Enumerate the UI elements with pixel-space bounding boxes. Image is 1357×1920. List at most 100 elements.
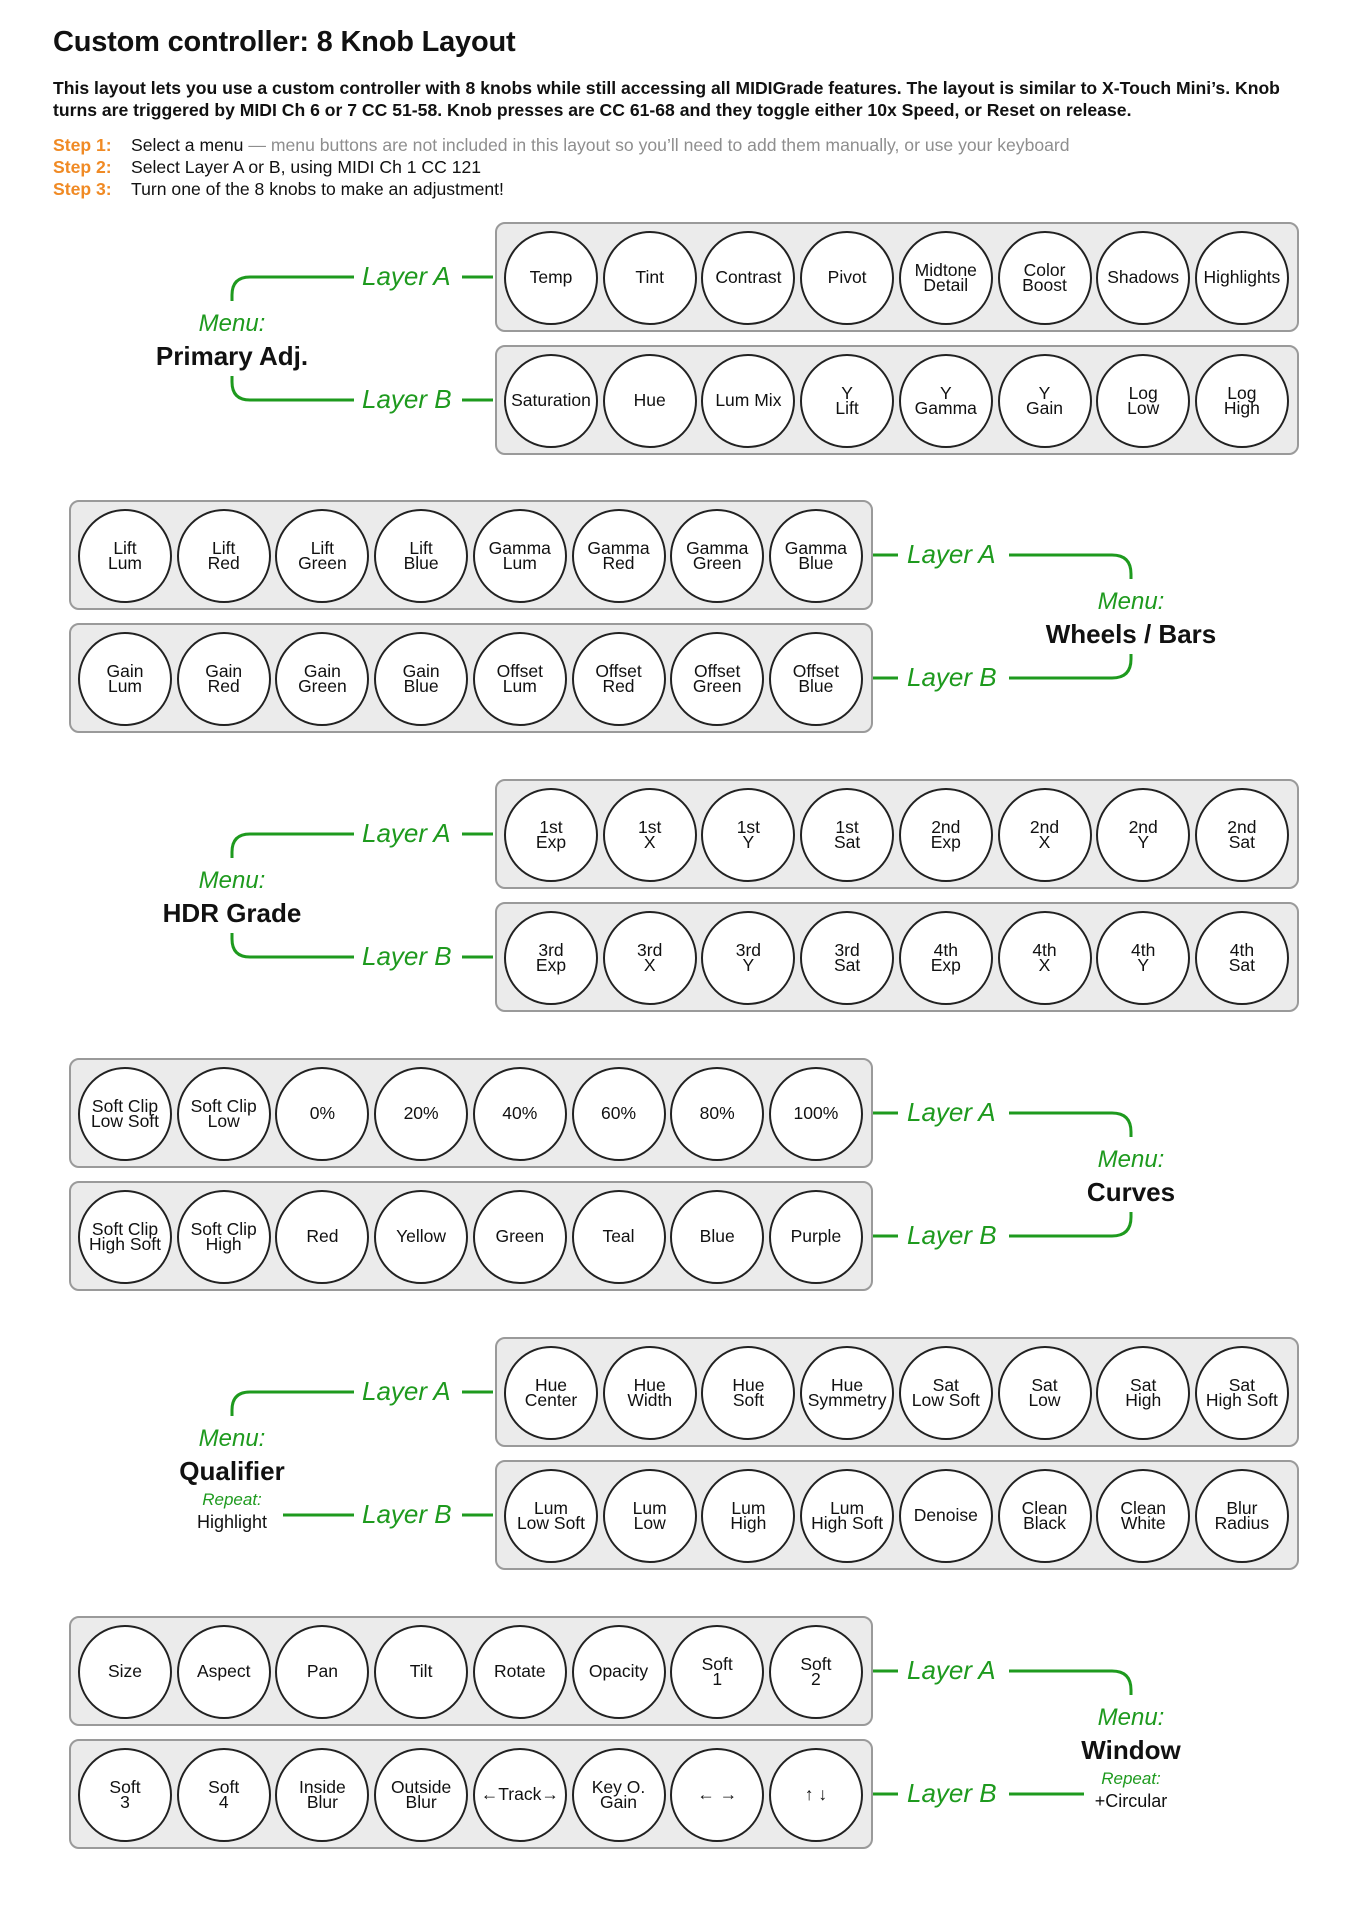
- knob-button[interactable]: ← →: [670, 1748, 765, 1842]
- knob-button[interactable]: Lift Blue: [374, 509, 469, 603]
- knob-button[interactable]: Gamma Blue: [768, 509, 863, 603]
- knob-button[interactable]: Hue Symmetry: [800, 1346, 895, 1440]
- knob-button[interactable]: Hue Center: [504, 1346, 598, 1440]
- knob-button[interactable]: 3rd Sat: [800, 911, 895, 1005]
- knob-button[interactable]: 3rd X: [602, 911, 697, 1005]
- knob-button[interactable]: Soft Clip High: [176, 1190, 271, 1284]
- knob-button[interactable]: Log Low: [1096, 354, 1191, 448]
- knob-button[interactable]: 0%: [275, 1067, 370, 1161]
- knob-button[interactable]: Offset Blue: [768, 632, 863, 726]
- knob-button[interactable]: Sat High: [1096, 1346, 1191, 1440]
- knob-button[interactable]: Soft Clip Low: [176, 1067, 271, 1161]
- knob-button[interactable]: Lum Low: [602, 1469, 697, 1563]
- knob-button[interactable]: Gain Lum: [78, 632, 172, 726]
- step-2: Step 2:Select Layer A or B, using MIDI C…: [53, 156, 481, 178]
- knob-button[interactable]: Offset Lum: [472, 632, 567, 726]
- knob-button[interactable]: 3rd Exp: [504, 911, 598, 1005]
- knob-button[interactable]: Offset Green: [670, 632, 765, 726]
- knob-button[interactable]: Soft 2: [768, 1625, 863, 1719]
- knob-button[interactable]: 4th Y: [1096, 911, 1191, 1005]
- knob-button[interactable]: Lift Lum: [78, 509, 172, 603]
- knob-button[interactable]: Soft Clip High Soft: [78, 1190, 172, 1284]
- knob-button[interactable]: Opacity: [571, 1625, 666, 1719]
- knob-button[interactable]: Soft 1: [670, 1625, 765, 1719]
- knob-button[interactable]: Gain Green: [275, 632, 370, 726]
- knob-button[interactable]: Color Boost: [997, 231, 1092, 325]
- knob-button[interactable]: 4th Sat: [1194, 911, 1289, 1005]
- knob-button[interactable]: ↑ ↓: [768, 1748, 863, 1842]
- knob-button[interactable]: Saturation: [504, 354, 598, 448]
- knob-button[interactable]: Log High: [1194, 354, 1289, 448]
- knob-button[interactable]: Gain Blue: [374, 632, 469, 726]
- knob-button[interactable]: Y Gamma: [898, 354, 993, 448]
- knob-button[interactable]: Sat Low Soft: [898, 1346, 993, 1440]
- knob-button[interactable]: Lum High Soft: [800, 1469, 895, 1563]
- knob-button[interactable]: Hue Soft: [701, 1346, 796, 1440]
- knob-button[interactable]: Teal: [571, 1190, 666, 1284]
- knob-button[interactable]: Red: [275, 1190, 370, 1284]
- knob-button[interactable]: Soft 4: [176, 1748, 271, 1842]
- knob-button[interactable]: 3rd Y: [701, 911, 796, 1005]
- step-text: Select Layer A or B, using MIDI Ch 1 CC …: [131, 157, 482, 177]
- knob-button[interactable]: 2nd Exp: [898, 788, 993, 882]
- knob-button[interactable]: 2nd Y: [1096, 788, 1191, 882]
- knob-button[interactable]: Blue: [670, 1190, 765, 1284]
- knob-button[interactable]: 4th X: [997, 911, 1092, 1005]
- knob-button[interactable]: Gamma Lum: [472, 509, 567, 603]
- knob-button[interactable]: Tint: [602, 231, 697, 325]
- knob-button[interactable]: Hue Width: [602, 1346, 697, 1440]
- knob-button[interactable]: Yellow: [374, 1190, 469, 1284]
- knob-button[interactable]: 1st Sat: [800, 788, 895, 882]
- knob-button[interactable]: Lum High: [701, 1469, 796, 1563]
- knob-button[interactable]: 100%: [768, 1067, 863, 1161]
- knob-button[interactable]: Soft Clip Low Soft: [78, 1067, 172, 1161]
- knob-button[interactable]: Clean Black: [997, 1469, 1092, 1563]
- knob-button[interactable]: Lift Red: [176, 509, 271, 603]
- knob-button[interactable]: Hue: [602, 354, 697, 448]
- knob-button[interactable]: 2nd X: [997, 788, 1092, 882]
- knob-button[interactable]: Y Gain: [997, 354, 1092, 448]
- knob-button[interactable]: 2nd Sat: [1194, 788, 1289, 882]
- knob-button[interactable]: Gamma Red: [571, 509, 666, 603]
- knob-button[interactable]: Temp: [504, 231, 598, 325]
- knob-button[interactable]: Y Lift: [800, 354, 895, 448]
- knob-button[interactable]: Blur Radius: [1194, 1469, 1289, 1563]
- knob-button[interactable]: Lift Green: [275, 509, 370, 603]
- knob-button[interactable]: Highlights: [1194, 231, 1289, 325]
- knob-button[interactable]: Clean White: [1096, 1469, 1191, 1563]
- knob-button[interactable]: Sat High Soft: [1194, 1346, 1289, 1440]
- knob-button[interactable]: Inside Blur: [275, 1748, 370, 1842]
- knob-button[interactable]: Size: [78, 1625, 172, 1719]
- knob-button[interactable]: Soft 3: [78, 1748, 172, 1842]
- knob-button[interactable]: Key O. Gain: [571, 1748, 666, 1842]
- knob-button[interactable]: Outside Blur: [374, 1748, 469, 1842]
- knob-button[interactable]: Tilt: [374, 1625, 469, 1719]
- knob-button[interactable]: 60%: [571, 1067, 666, 1161]
- knob-button[interactable]: Gamma Green: [670, 509, 765, 603]
- page-title: Custom controller: 8 Knob Layout: [53, 26, 516, 58]
- knob-button[interactable]: Lum Mix: [701, 354, 796, 448]
- knob-button[interactable]: Pivot: [800, 231, 895, 325]
- knob-button[interactable]: 4th Exp: [898, 911, 993, 1005]
- knob-button[interactable]: Purple: [768, 1190, 863, 1284]
- knob-button[interactable]: Rotate: [472, 1625, 567, 1719]
- knob-button[interactable]: Pan: [275, 1625, 370, 1719]
- knob-button[interactable]: 1st Y: [701, 788, 796, 882]
- knob-button[interactable]: 1st Exp: [504, 788, 598, 882]
- knob-button[interactable]: Green: [472, 1190, 567, 1284]
- knob-button[interactable]: 40%: [472, 1067, 567, 1161]
- knob-button[interactable]: Sat Low: [997, 1346, 1092, 1440]
- knob-button[interactable]: Gain Red: [176, 632, 271, 726]
- knob-button[interactable]: Midtone Detail: [898, 231, 993, 325]
- knob-button[interactable]: Shadows: [1096, 231, 1191, 325]
- knob-button[interactable]: Denoise: [898, 1469, 993, 1563]
- knob-button[interactable]: Offset Red: [571, 632, 666, 726]
- knob-button[interactable]: Lum Low Soft: [504, 1469, 598, 1563]
- knob-button[interactable]: 20%: [374, 1067, 469, 1161]
- knob-button[interactable]: 80%: [670, 1067, 765, 1161]
- knob-button[interactable]: 1st X: [602, 788, 697, 882]
- knob-button[interactable]: Contrast: [701, 231, 796, 325]
- knob-button[interactable]: Aspect: [176, 1625, 271, 1719]
- step-text: Select a menu: [131, 135, 244, 155]
- knob-button[interactable]: ←Track→: [472, 1748, 567, 1842]
